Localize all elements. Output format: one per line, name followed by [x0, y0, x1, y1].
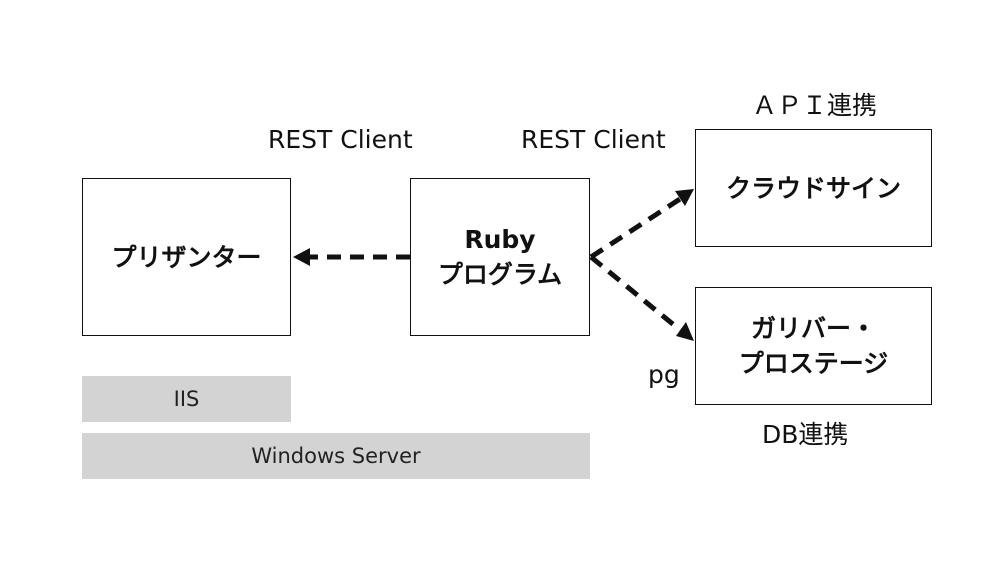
rest-client-label-right: REST Client — [521, 125, 666, 154]
arrow-ruby-to-gulliver — [589, 255, 682, 332]
gulliver-node-line1: ガリバー・ — [750, 314, 876, 343]
windows-server-bar: Windows Server — [82, 433, 590, 479]
ruby-node-line1: Ruby — [464, 225, 536, 254]
arrowhead-cloudsign — [675, 189, 694, 206]
pg-label: pg — [648, 360, 680, 389]
gulliver-node: ガリバー・ プロステージ — [695, 287, 932, 405]
iis-label: IIS — [173, 387, 200, 411]
ruby-program-node: Ruby プログラム — [410, 178, 590, 336]
rest-client-label-left: REST Client — [268, 125, 413, 154]
cloudsign-node-label: クラウドサイン — [725, 173, 901, 203]
printer-node-label: プリザンター — [111, 242, 262, 272]
printer-node: プリザンター — [82, 178, 291, 336]
gulliver-node-line2: プロステージ — [738, 349, 889, 378]
windows-server-label: Windows Server — [251, 444, 421, 468]
cloudsign-node: クラウドサイン — [695, 129, 932, 247]
arrowhead-gulliver — [676, 322, 694, 341]
iis-bar: IIS — [82, 376, 291, 422]
arrow-ruby-to-cloudsign — [589, 196, 682, 260]
db-link-label: DB連携 — [762, 420, 849, 449]
arrowhead-printer — [293, 248, 310, 266]
api-link-label: ＡＰＩ連携 — [752, 91, 878, 120]
ruby-node-line2: プログラム — [437, 260, 563, 289]
